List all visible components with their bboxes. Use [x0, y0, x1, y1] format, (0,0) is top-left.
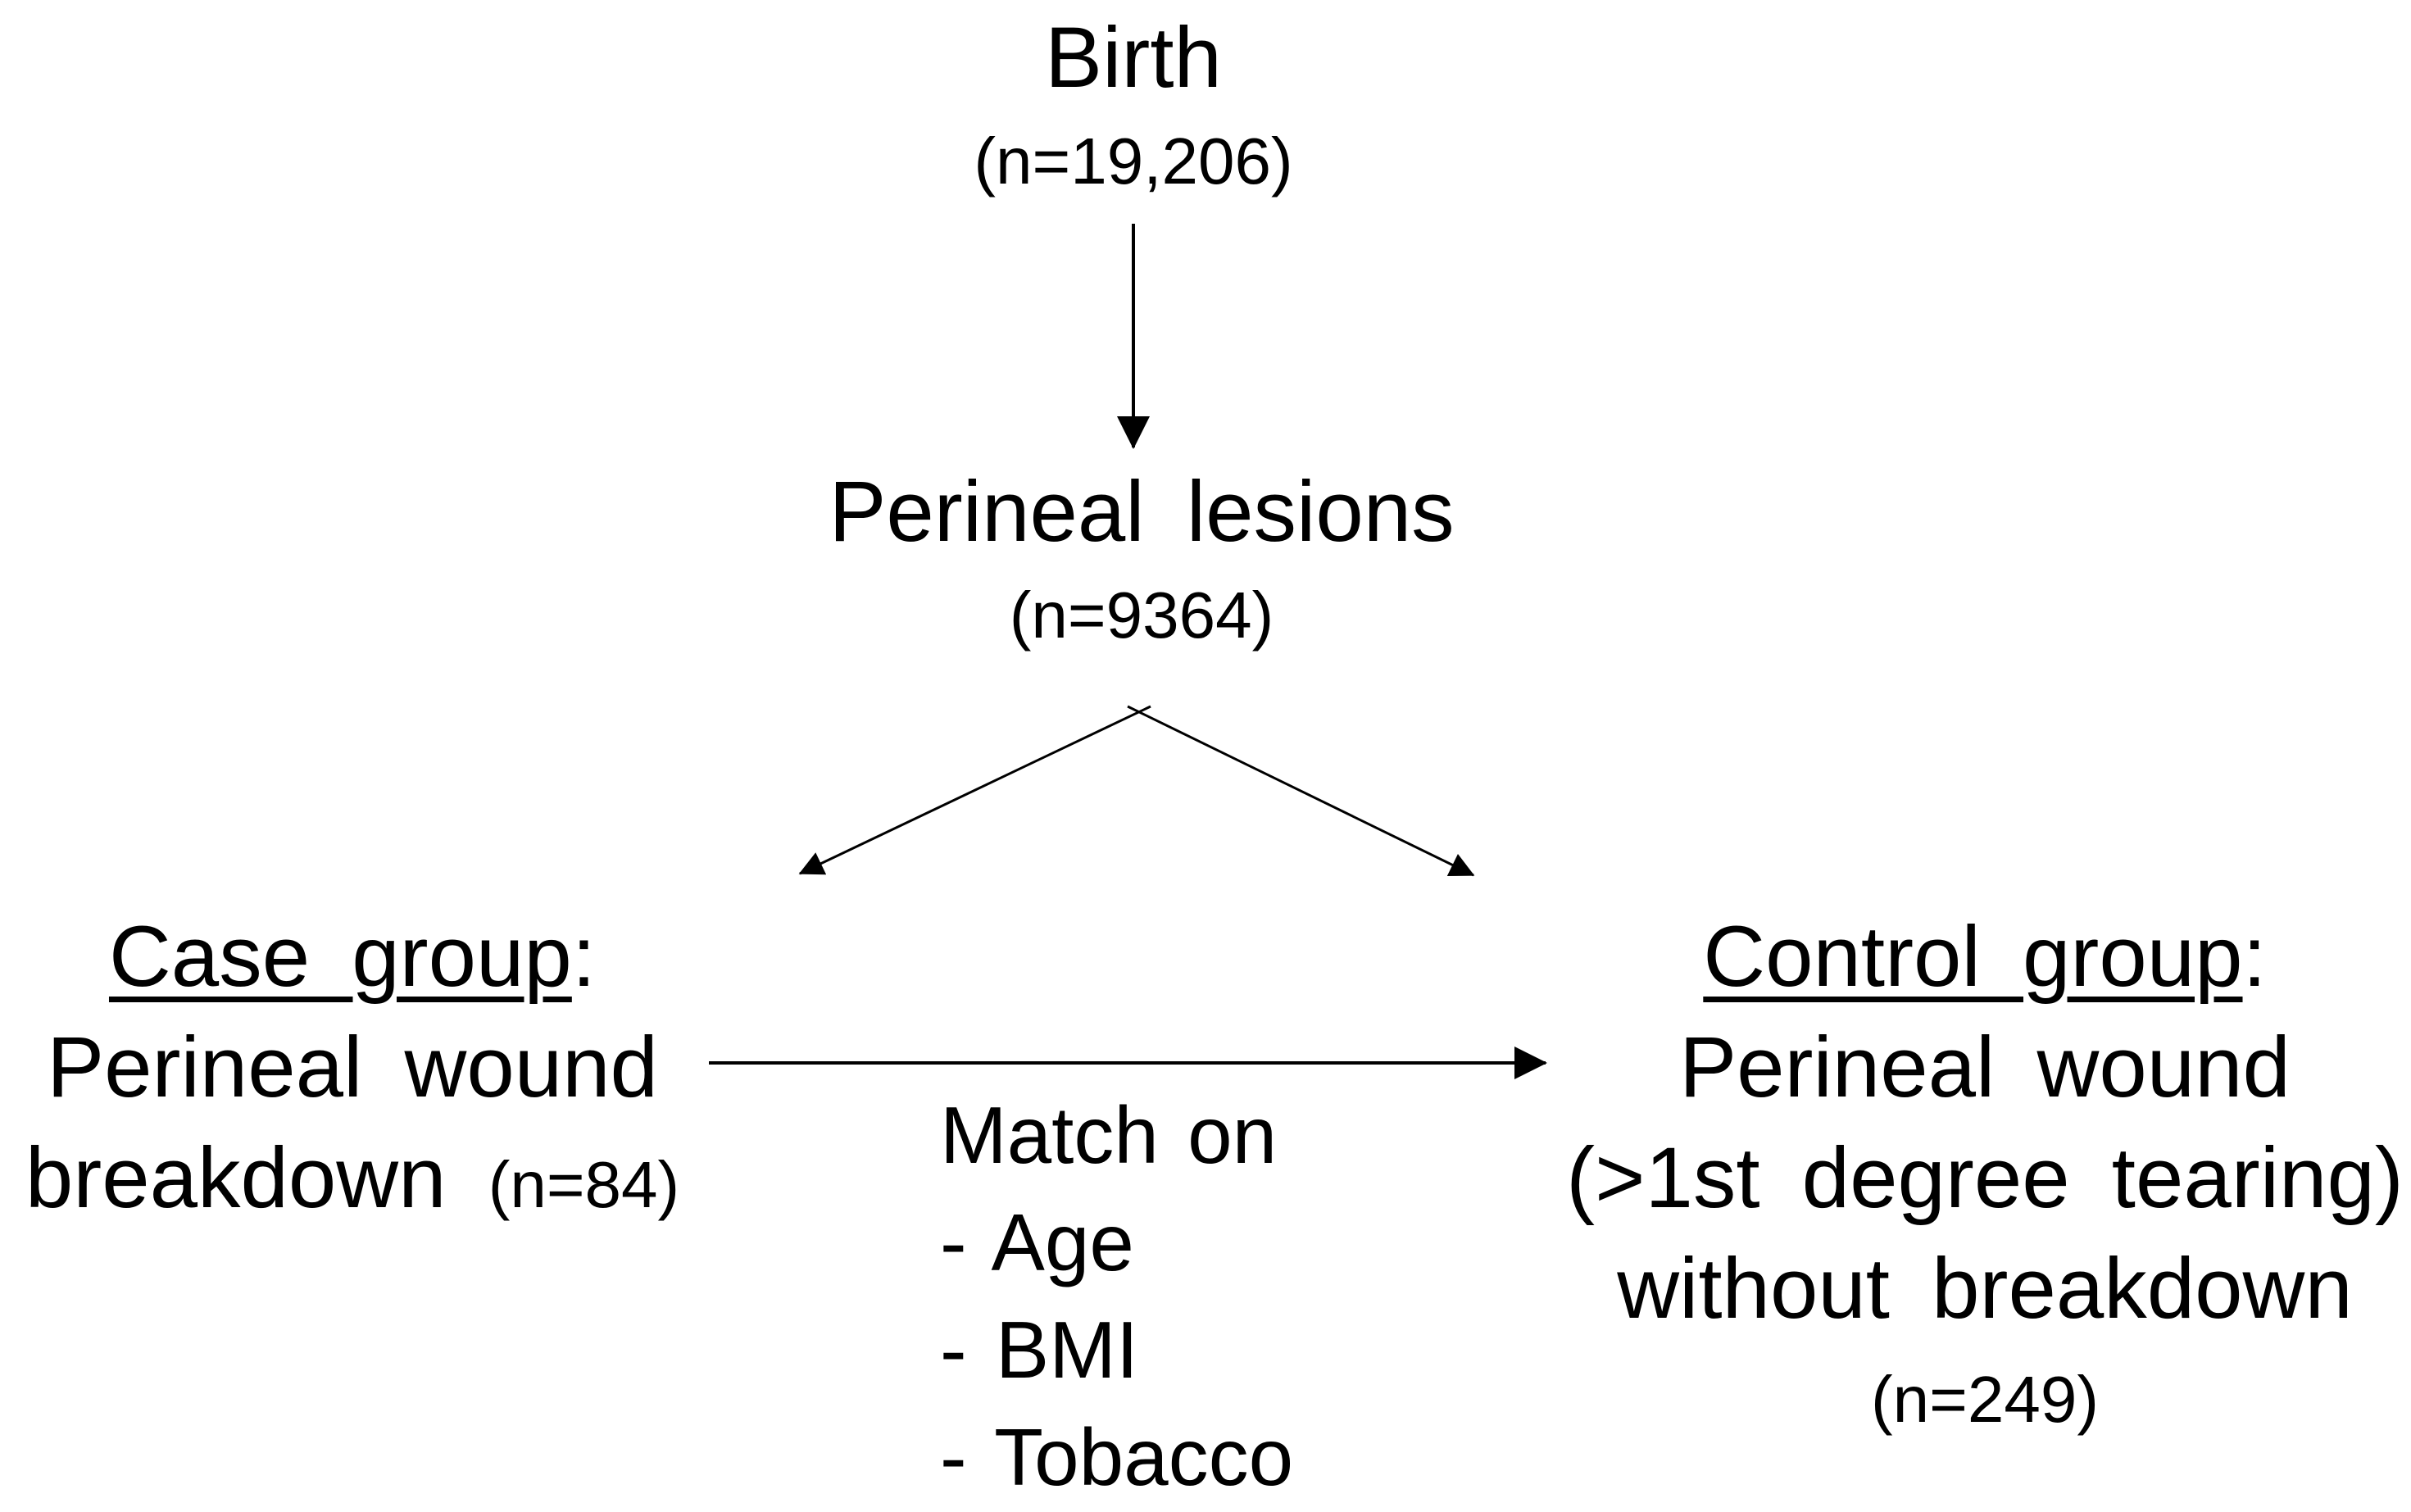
match-item-age: - Age — [940, 1197, 1134, 1287]
control-group-heading: Control group: — [1549, 901, 2411, 1012]
control-group-heading-text: Control group — [1703, 909, 2243, 1005]
case-group-heading-colon: : — [571, 909, 597, 1005]
match-criteria-block: Match on - Age - BMI - Tobacco — [940, 1082, 1563, 1511]
case-group-line3: breakdown (n=84) — [8, 1123, 697, 1240]
node-perineal-lesions: Perineal lesions (n=9364) — [814, 461, 1469, 667]
perineal-lesions-label: Perineal lesions — [829, 464, 1455, 560]
control-group-n-count: (n=249) — [1871, 1363, 2099, 1436]
birth-n-count: (n=19,206) — [974, 125, 1293, 198]
arrow-lesions-to-control-group — [1127, 705, 1475, 877]
control-group-line3: (>1st degree tearing) — [1566, 1130, 2404, 1226]
arrow-lesions-to-case-group — [798, 705, 1151, 875]
case-group-line3-text: breakdown — [25, 1130, 447, 1226]
case-group-n-count: (n=84) — [488, 1148, 680, 1221]
node-birth: Birth (n=19,206) — [806, 7, 1461, 213]
case-group-heading: Case group: — [8, 901, 697, 1012]
control-group-line2: Perineal wound — [1679, 1019, 2291, 1115]
case-group-line2: Perineal wound — [47, 1019, 658, 1115]
match-item-tobacco: - Tobacco — [940, 1412, 1294, 1502]
node-control-group: Control group: Perineal wound (>1st degr… — [1549, 901, 2411, 1455]
control-group-line4: without breakdown — [1617, 1241, 2353, 1337]
case-group-heading-text: Case group — [108, 909, 572, 1005]
birth-label: Birth — [1045, 10, 1222, 106]
perineal-lesions-n-count: (n=9364) — [1009, 579, 1274, 652]
node-case-group: Case group: Perineal wound breakdown (n=… — [8, 901, 697, 1240]
match-item-bmi: - BMI — [940, 1305, 1139, 1395]
match-title: Match on — [940, 1090, 1278, 1180]
control-group-heading-colon: : — [2242, 909, 2267, 1005]
